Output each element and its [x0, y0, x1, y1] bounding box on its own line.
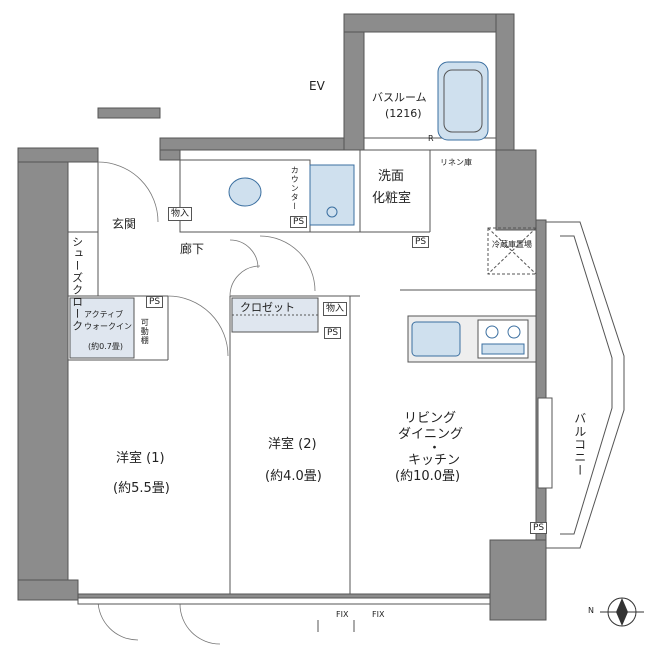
door-swings — [97, 161, 316, 645]
toilet-area — [179, 159, 355, 233]
walkin-label-2: ウォークイン — [84, 322, 132, 331]
ldk-label-3: ・ — [428, 441, 442, 456]
room1-name: 洋室 (1) — [116, 451, 165, 466]
storage2-label: 物入 — [323, 302, 348, 317]
washroom-label-2: 化粧室 — [372, 191, 412, 206]
compass-icon — [600, 597, 644, 627]
ps-label-5: PS — [530, 522, 548, 535]
room2-name: 洋室 (2) — [268, 437, 317, 452]
room2-size: (約4.0畳) — [265, 469, 322, 484]
ldk-label-1: リビング — [404, 411, 457, 426]
ldk-label-4: キッチン — [408, 453, 461, 468]
entrance-label: 玄関 — [112, 217, 137, 231]
ldk-label-2: ダイニング — [398, 427, 464, 442]
fix-label-1: FIX — [336, 610, 349, 619]
balcony-label: バルコニー — [572, 412, 587, 477]
bottom-windows — [77, 597, 491, 632]
compass-label: N — [588, 606, 594, 615]
linen-label: リネン庫 — [440, 158, 472, 167]
ps-label-4: PS — [146, 296, 164, 309]
counter-label: カウンター — [290, 166, 300, 211]
closet-rail — [69, 297, 319, 359]
walkin-label-1: アクティブ — [84, 310, 124, 319]
ldk-label-5: (約10.0畳) — [395, 469, 461, 484]
kitchen-counter — [407, 315, 537, 363]
room1-size: (約5.5畳) — [113, 481, 170, 496]
movable-shelf-label: 可動棚 — [140, 318, 150, 345]
corridor-label: 廊下 — [180, 242, 205, 256]
washroom-label-1: 洗面 — [378, 169, 405, 184]
walkin-label-3: (約0.7畳) — [88, 342, 123, 351]
closet-label: クロゼット — [240, 301, 295, 314]
shoe-closet-label: シューズクローク — [70, 236, 84, 332]
r-label: R — [428, 134, 434, 143]
bathroom-label: バスルーム — [372, 91, 427, 104]
storage-label: 物入 — [168, 207, 193, 222]
balcony — [537, 221, 625, 549]
ps-label-1: PS — [290, 216, 308, 229]
ps-label-3: PS — [324, 327, 342, 340]
fridge-label: 冷蔵庫置場 — [492, 240, 532, 249]
ev-label: EV — [309, 79, 325, 93]
fix-label-2: FIX — [372, 610, 385, 619]
ps-label-2: PS — [412, 236, 430, 249]
bathtub — [363, 31, 497, 141]
fridge-space — [487, 227, 537, 275]
bathroom-size: (1216) — [385, 107, 422, 120]
